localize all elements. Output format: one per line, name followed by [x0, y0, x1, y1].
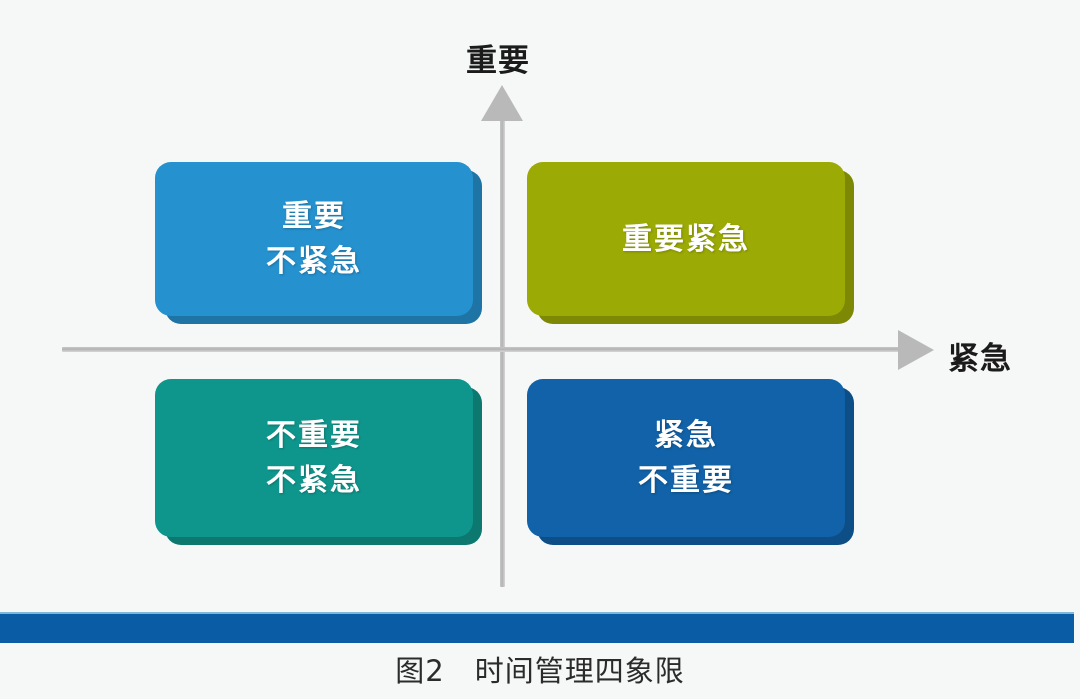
x-axis-label: 紧急: [948, 341, 1012, 376]
quadrant-label-line-2: 不重要: [638, 464, 734, 497]
quadrant-label-line-1: 重要紧急: [622, 222, 750, 256]
horizontal-axis-line: [62, 347, 902, 352]
quadrant-face: 重要 不紧急: [155, 162, 473, 316]
quadrant-label-line-2: 不紧急: [266, 464, 362, 497]
quadrant-label-line-1: 重要: [282, 200, 346, 233]
quadrant-face: 紧急 不重要: [527, 379, 845, 537]
y-axis-label: 重要: [466, 43, 530, 78]
figure-caption: 图2 时间管理四象限: [395, 654, 685, 688]
arrow-up-icon: [481, 85, 523, 121]
quadrant-not-important-not-urgent[interactable]: 不重要 不紧急: [155, 379, 482, 545]
arrow-right-icon: [898, 330, 934, 370]
quadrant-important-urgent[interactable]: 重要紧急: [527, 162, 854, 324]
figure-canvas: 重要 紧急 重要 不紧急 重要紧急 不重要 不紧急 紧急 不重要: [62, 43, 1012, 587]
quadrant-label-line-1: 紧急: [654, 419, 718, 452]
section-divider-bar: [0, 612, 1074, 643]
quadrant-important-not-urgent[interactable]: 重要 不紧急: [155, 162, 482, 324]
quadrant-face: 重要紧急: [527, 162, 845, 316]
quadrant-label-line-1: 不重要: [266, 419, 362, 452]
quadrant-label-line-2: 不紧急: [266, 245, 362, 278]
quadrant-face: 不重要 不紧急: [155, 379, 473, 537]
quadrant-urgent-not-important[interactable]: 紧急 不重要: [527, 379, 854, 545]
